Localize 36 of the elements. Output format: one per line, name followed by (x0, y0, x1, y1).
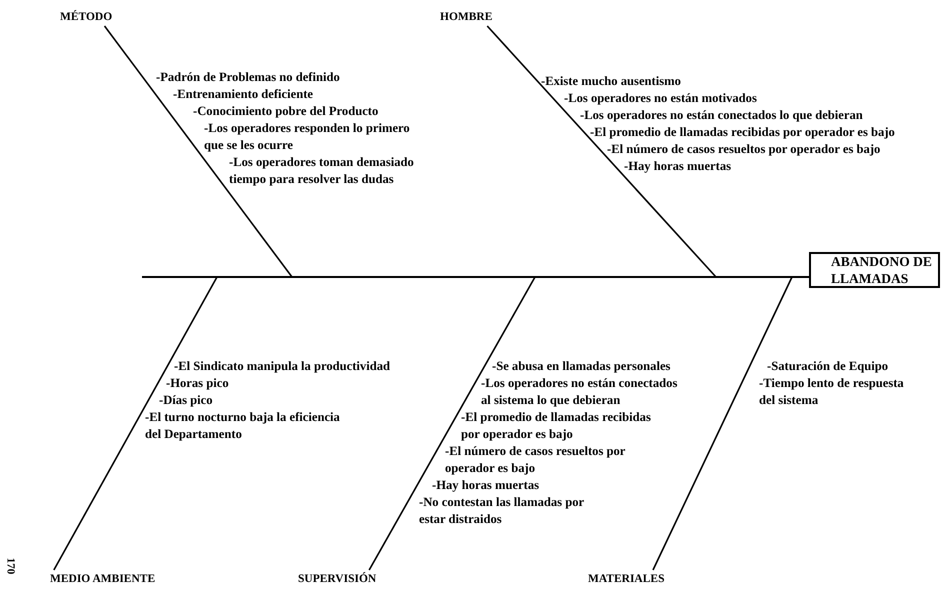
bone-line (368, 276, 536, 570)
category-label: SUPERVISIÓN (298, 570, 388, 588)
cause-text: -Entrenamiento deficiente (173, 86, 314, 103)
cause-text: -El turno nocturno baja la eficiencia del Departamento (145, 409, 341, 443)
bone-line (652, 276, 793, 570)
category-label: HOMBRE (440, 8, 500, 26)
cause-text: -Existe mucho ausentismo (541, 73, 681, 90)
category-label: MATERIALES (588, 570, 678, 588)
cause-text: -El promedio de llamadas recibidas por operador es bajo (461, 409, 652, 443)
cause-text: -Saturación de Equipo (767, 358, 888, 375)
cause-text: -Los operadores responden lo primero que se les ocurre (204, 120, 411, 154)
spine-line (142, 276, 809, 278)
cause-text: -El Sindicato manipula la productividad (174, 358, 390, 375)
cause-text: -Hay horas muertas (432, 477, 540, 494)
cause-text: -Hay horas muertas (624, 158, 732, 175)
cause-text: -Se abusa en llamadas personales (492, 358, 670, 375)
bone-line (486, 25, 717, 278)
cause-text: -Días pico (159, 392, 213, 409)
cause-text: -Los operadores toman demasiado tiempo para resolver las dudas (229, 154, 415, 188)
category-label: MÉTODO (60, 8, 116, 26)
cause-text: -Padrón de Problemas no definido (156, 69, 340, 86)
cause-text: -Los operadores no están conectados lo que debieran (580, 107, 863, 124)
cause-text: -Los operadores no están conectados al sistema lo que debieran (481, 375, 678, 409)
effect-box: ABANDONO DE LLAMADAS (809, 252, 940, 288)
cause-text: -Los operadores no están motivados (564, 90, 757, 107)
cause-text: -Conocimiento pobre del Producto (193, 103, 378, 120)
bone-line (104, 26, 293, 278)
cause-text: -Tiempo lento de respuesta del sistema (759, 375, 905, 409)
page-number: 170 (4, 558, 16, 574)
cause-text: -El número de casos resueltos por operador es bajo (445, 443, 626, 477)
cause-text: -No contestan las llamadas por estar distraidos (419, 494, 585, 528)
cause-text: -El promedio de llamadas recibidas por operador es bajo (590, 124, 895, 141)
category-label: MEDIO AMBIENTE (50, 570, 160, 588)
cause-text: -El número de casos resueltos por operador es bajo (607, 141, 880, 158)
cause-text: -Horas pico (166, 375, 229, 392)
bone-line (53, 276, 218, 570)
